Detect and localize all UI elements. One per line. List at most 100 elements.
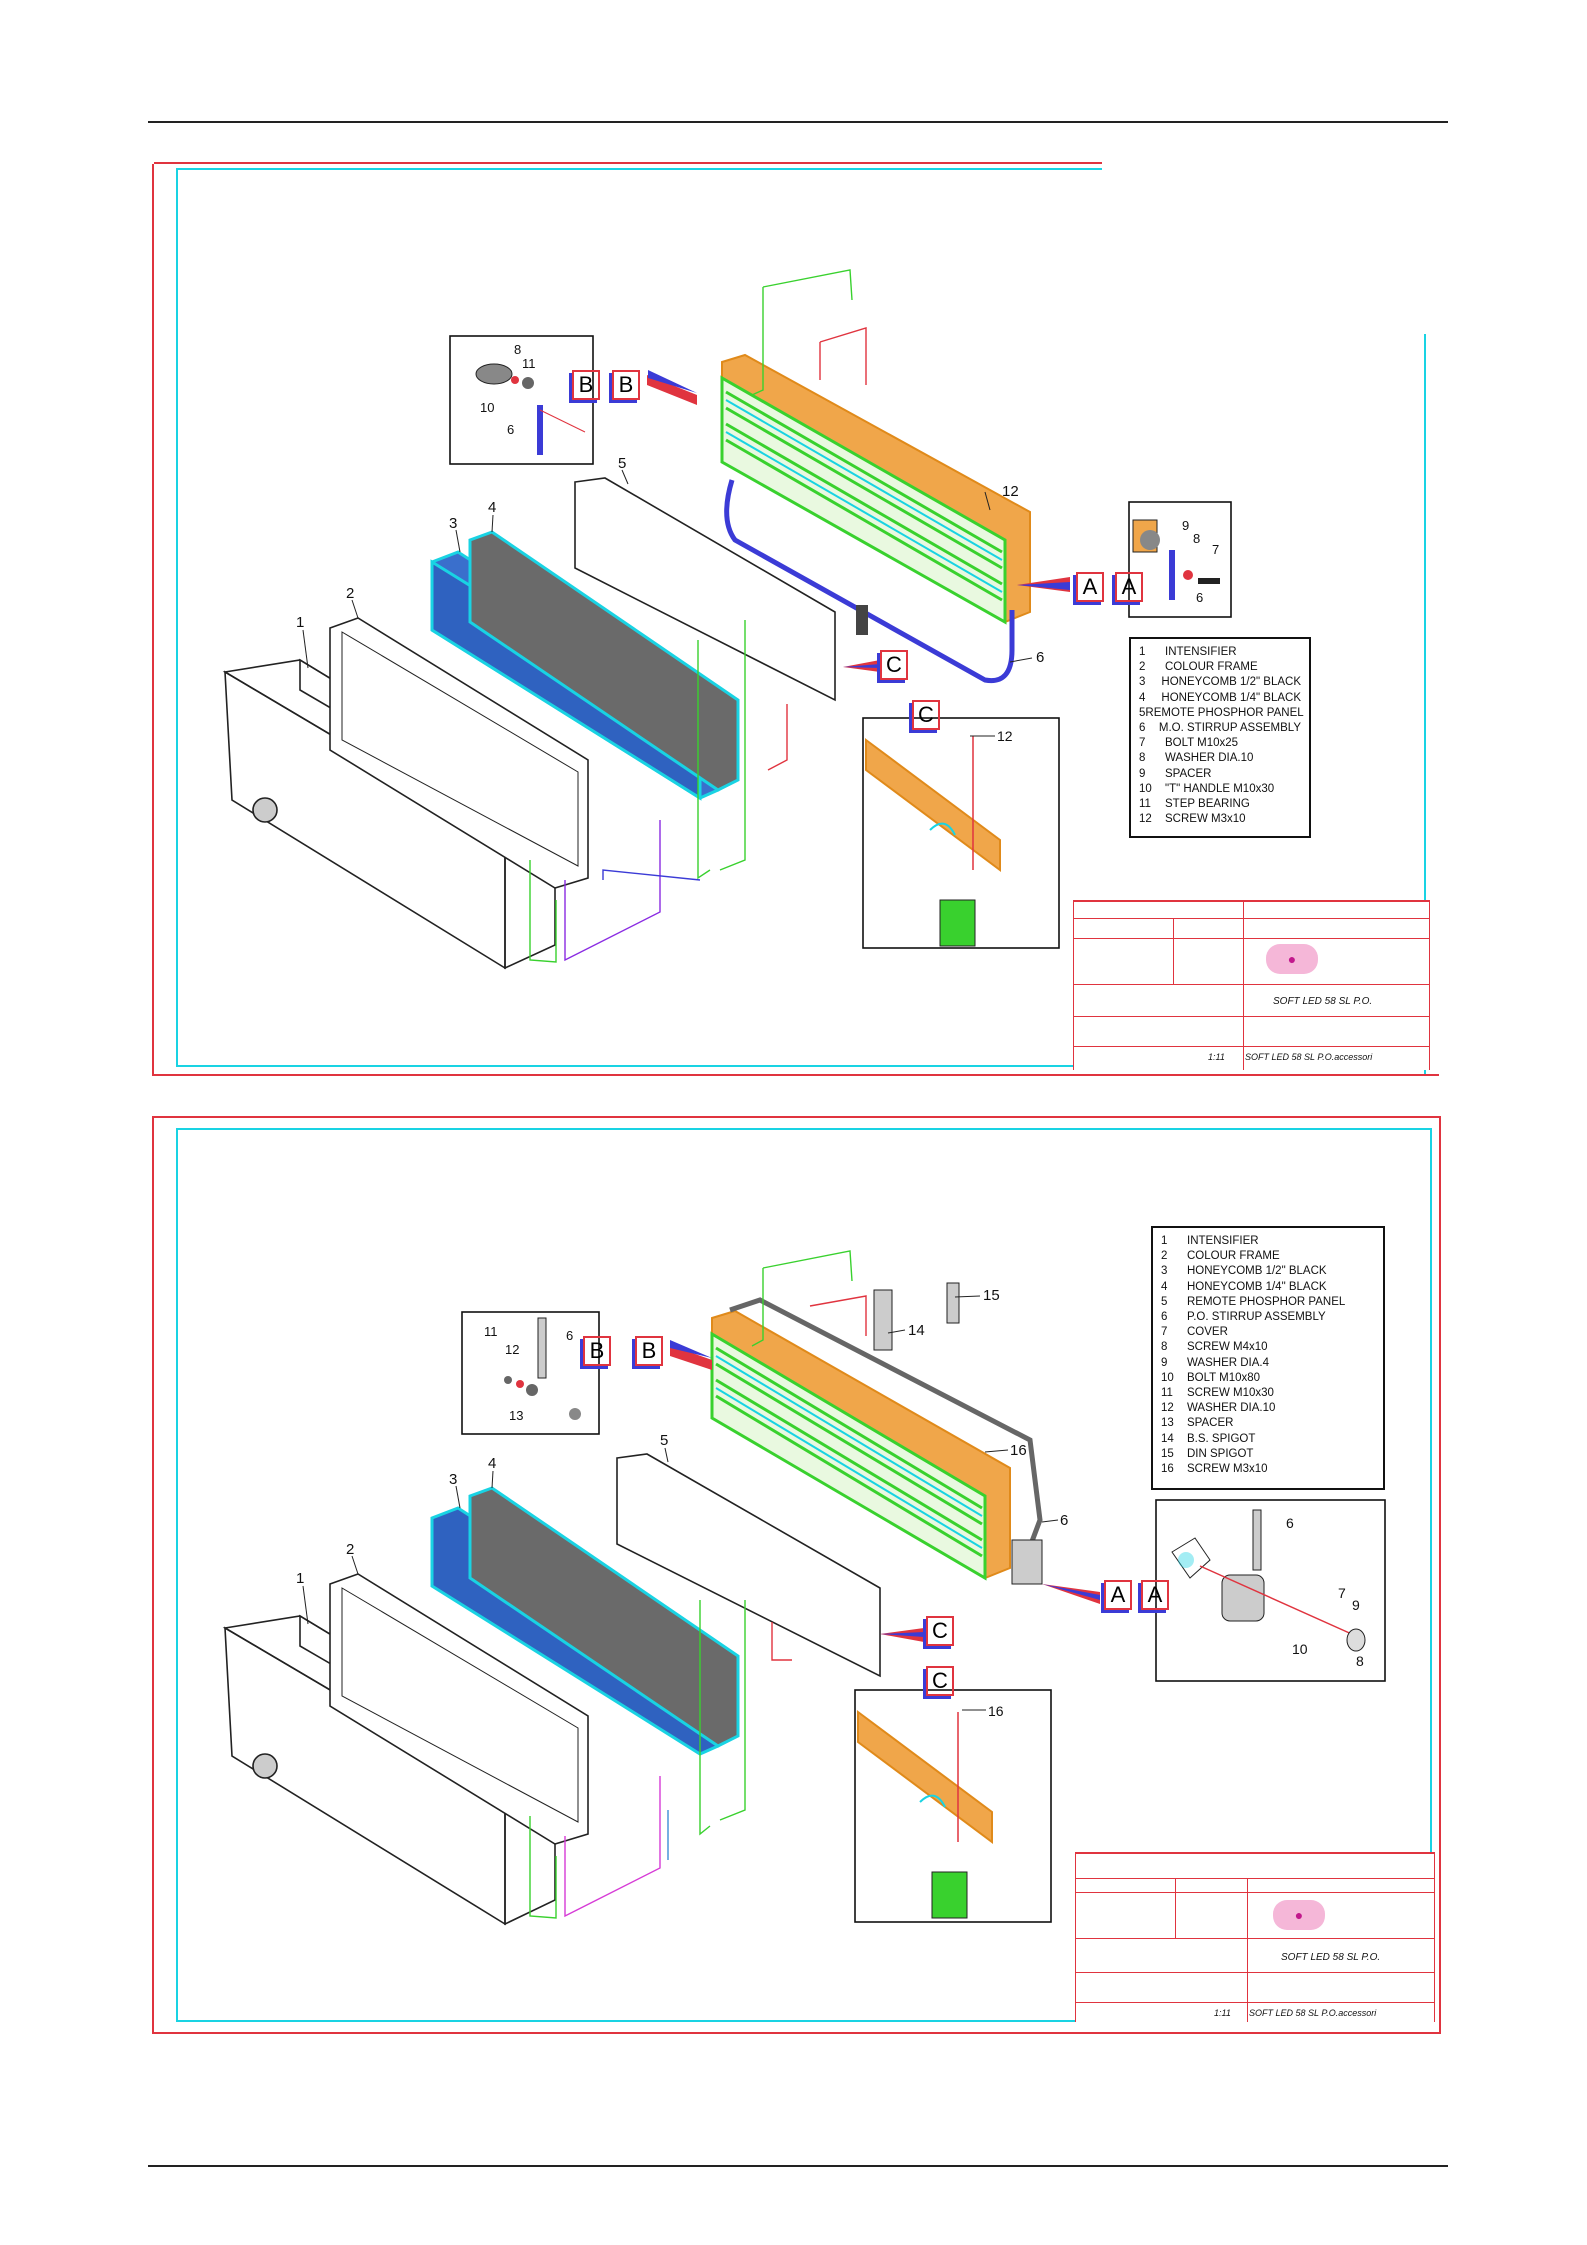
phosphor-panel-5b — [616, 1453, 881, 1678]
part-name: SCREW M4x10 — [1187, 1341, 1268, 1354]
parts-list-row: 7 COVER — [1161, 1325, 1375, 1340]
view-label-a-right-1: A — [1115, 572, 1143, 602]
part-number: 16 — [1161, 1463, 1174, 1476]
part-name: DIN SPIGOT — [1187, 1447, 1254, 1460]
view-marker-a-1 — [1017, 577, 1070, 592]
title-block-2: ● SOFT LED 58 SL P.O. SOFT LED 58 SL P.O… — [1075, 1852, 1435, 2022]
exploded-view-2: 1 2 3 4 5 14 15 16 6 — [222, 1250, 1386, 1926]
detail-a-callout-9: 9 — [1352, 1597, 1360, 1613]
part-name: BOLT M10x25 — [1165, 737, 1239, 750]
parts-list-row: 2 COLOUR FRAME — [1139, 660, 1301, 675]
view-marker-b-1 — [647, 370, 697, 405]
logo-1: ● — [1266, 944, 1318, 974]
part-number: 11 — [1139, 798, 1151, 811]
part-number: 3 — [1139, 676, 1146, 689]
part-name: P.O. STIRRUP ASSEMBLY — [1187, 1311, 1326, 1324]
part-name: HONEYCOMB 1/2" BLACK — [1161, 676, 1301, 689]
top-rule — [148, 121, 1448, 123]
drawing-sheet-2 — [152, 1116, 1441, 2034]
bottom-rule — [148, 2165, 1448, 2167]
view-label-b-left-1: B — [572, 370, 600, 400]
view-label-b-right-1: B — [612, 370, 640, 400]
part-name: SCREW M3x10 — [1165, 813, 1246, 826]
detail-a-box-2 — [1155, 1499, 1386, 1682]
callout-leaders-1 — [302, 469, 1033, 669]
part-number: 5 — [1139, 706, 1146, 719]
title-description-1: SOFT LED 58 SL P.O. — [1273, 996, 1373, 1007]
callout-numbers-2: 1 2 3 4 5 14 15 16 6 — [296, 1287, 1068, 1587]
part-number: 13 — [1161, 1417, 1174, 1430]
part-name: HONEYCOMB 1/4" BLACK — [1187, 1280, 1327, 1293]
callout-numbers-1: 1 2 3 4 5 12 6 — [296, 455, 1044, 666]
detail-a-callout-6: 6 — [1286, 1515, 1294, 1531]
title-scale-1: 1:11 — [1208, 1052, 1225, 1062]
callout-4: 4 — [488, 499, 496, 516]
part-name: INTENSIFIER — [1165, 646, 1237, 658]
parts-list-row: 6 P.O. STIRRUP ASSEMBLY — [1161, 1310, 1375, 1325]
part-name: STEP BEARING — [1165, 798, 1250, 811]
part-number: 6 — [1139, 722, 1146, 735]
part-number: 9 — [1139, 767, 1146, 780]
part-name: SPACER — [1165, 767, 1212, 780]
part-name: COVER — [1187, 1326, 1228, 1339]
title-block-1: ● SOFT LED 58 SL P.O. SOFT LED 58 SL P.O… — [1073, 900, 1430, 1070]
part-number: 2 — [1161, 1250, 1168, 1263]
part-name: M.O. STIRRUP ASSEMBLY — [1158, 722, 1301, 735]
part-number: 11 — [1161, 1387, 1173, 1400]
detail-c-box-2 — [854, 1689, 1052, 1923]
callout-6: 6 — [1036, 649, 1044, 666]
assembly-arrows-1 — [529, 269, 867, 963]
detail-b-callout-11: 11 — [522, 356, 536, 371]
view-label-b-left-2: B — [583, 1336, 611, 1366]
callout-1: 1 — [296, 614, 304, 631]
part-number: 7 — [1161, 1326, 1168, 1339]
parts-list-row: 6 M.O. STIRRUP ASSEMBLY — [1139, 721, 1301, 736]
parts-list-row: 10"T" HANDLE M10x30 — [1139, 782, 1301, 797]
title-scale-2: 1:11 — [1214, 2008, 1231, 2018]
callout-leaders-2 — [302, 1295, 1059, 1625]
part-number: 1 — [1161, 1235, 1168, 1247]
part-name: B.S. SPIGOT — [1187, 1432, 1256, 1445]
part-name: WASHER DIA.4 — [1187, 1356, 1270, 1369]
parts-list-row: 1 INTENSIFIER — [1139, 645, 1301, 660]
part-number: 6 — [1161, 1311, 1168, 1324]
part-number: 2 — [1139, 661, 1146, 674]
callout-15: 15 — [983, 1287, 1000, 1304]
detail-a-callout-7: 7 — [1212, 542, 1219, 557]
luminaire-body-1 — [720, 353, 1031, 684]
assembly-arrows-2 — [529, 1250, 867, 1919]
part-name: COLOUR FRAME — [1165, 661, 1258, 674]
view-label-a-right-2: A — [1141, 1580, 1169, 1610]
part-number: 1 — [1139, 646, 1146, 658]
view-marker-b-2 — [670, 1340, 712, 1370]
view-marker-c-2 — [880, 1628, 924, 1642]
part-name: SCREW M10x30 — [1187, 1387, 1274, 1400]
part-name: WASHER DIA.10 — [1165, 752, 1254, 765]
detail-b-callout-11: 11 — [484, 1324, 498, 1339]
part-name: HONEYCOMB 1/4" BLACK — [1161, 691, 1301, 704]
callout-16: 16 — [1010, 1442, 1027, 1459]
detail-b-box-1 — [449, 335, 594, 465]
callout-3b: 3 — [449, 1471, 457, 1488]
part-number: 10 — [1161, 1371, 1174, 1384]
title-drawing-2: SOFT LED 58 SL P.O.accessori — [1249, 2008, 1377, 2018]
detail-a-callout-10: 10 — [1292, 1641, 1308, 1657]
detail-c-callout-12: 12 — [997, 728, 1013, 744]
detail-a-callout-8: 8 — [1193, 531, 1200, 546]
detail-b-callout-10: 10 — [480, 400, 494, 415]
view-marker-a-2 — [1042, 1584, 1100, 1604]
part-number: 5 — [1161, 1295, 1168, 1308]
view-label-a-left-2: A — [1104, 1580, 1132, 1610]
